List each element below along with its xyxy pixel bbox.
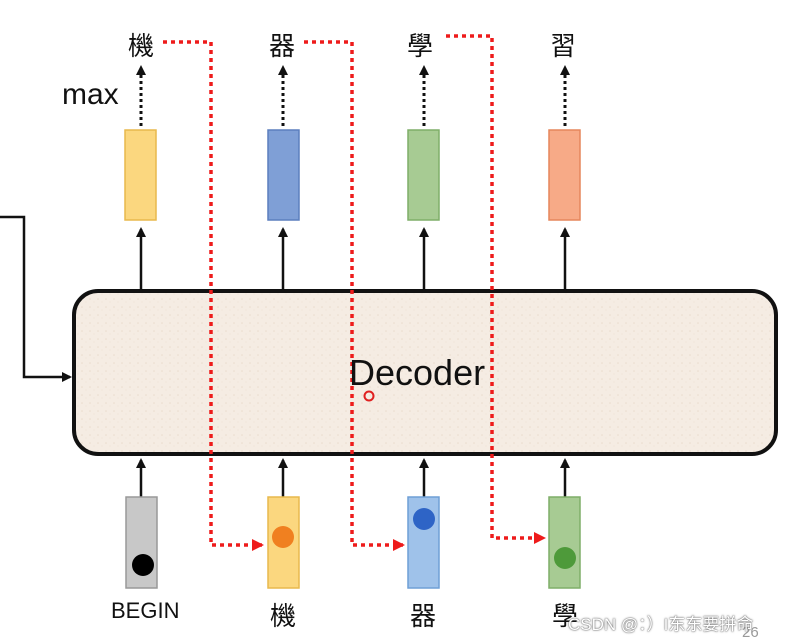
output-box-4	[548, 129, 581, 221]
slide-number: 26	[742, 624, 759, 641]
feedback-arrow-2	[304, 40, 405, 551]
input-dot-3	[413, 508, 435, 530]
output-box-2	[267, 129, 300, 221]
watermark: CSDN @：）I东东要拼命	[568, 615, 754, 634]
output-box-3	[407, 129, 440, 221]
input-token-begin: BEGIN	[111, 598, 180, 623]
input-token-3: 器	[409, 602, 436, 632]
max-label: max	[62, 78, 119, 111]
input-dot-4	[554, 547, 576, 569]
output-box-1	[124, 129, 157, 221]
input-token-4: 學	[551, 602, 578, 632]
output-token-1: 機	[127, 32, 154, 62]
feedback-arrow-1	[163, 40, 264, 551]
cursor-marker	[363, 390, 375, 402]
encoder-connection-line	[0, 215, 72, 382]
feedback-arrow-3	[446, 34, 546, 544]
output-token-3: 學	[406, 32, 433, 62]
decoder-label: Decoder	[349, 352, 486, 393]
input-box-4	[548, 496, 581, 589]
input-dot-2	[272, 526, 294, 548]
output-token-4: 習	[549, 32, 576, 62]
input-token-2: 機	[269, 602, 296, 632]
input-dot-begin	[132, 554, 154, 576]
output-token-2: 器	[268, 32, 295, 62]
